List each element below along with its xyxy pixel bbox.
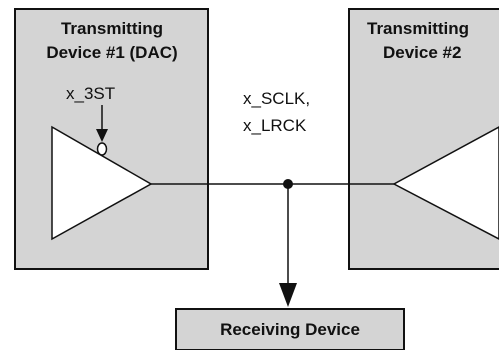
device2-title-line1: Transmitting [367,19,469,38]
device1-title-line1: Transmitting [61,19,163,38]
receiver-box [175,308,405,350]
bus-signal-label-line1: x_SCLK, [243,89,310,108]
tristate-control-label: x_3ST [66,84,115,103]
bus-signal-label-line2: x_LRCK [243,116,307,135]
device1-box [14,8,209,270]
receiver-arrowhead [279,283,297,307]
device2-title-line2: Device #2 [383,43,461,62]
device2-driver-triangle [392,126,499,240]
receiver-title: Receiving Device [220,320,360,339]
device1-title-line2: Device #1 (DAC) [46,43,177,62]
device1-driver-triangle [51,125,153,241]
tristate-control-arrowhead [96,129,108,142]
